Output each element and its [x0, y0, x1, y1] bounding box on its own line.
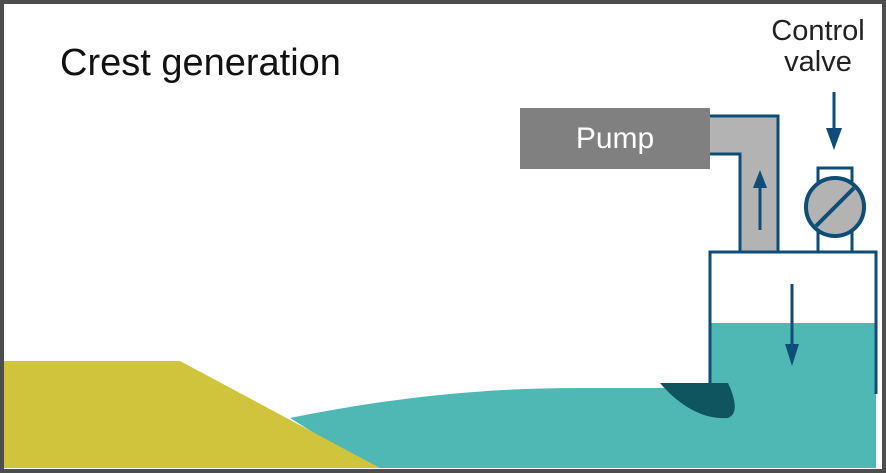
wave-flap: [660, 383, 735, 419]
control-valve-label-line2: valve: [784, 46, 852, 78]
control-valve-label: Control valve: [752, 16, 884, 78]
valve-pointer-arrow-icon: [826, 92, 842, 150]
control-valve-label-line1: Control: [771, 15, 865, 47]
flume-water: [290, 323, 876, 468]
diagram-title: Crest generation: [60, 42, 341, 84]
pump-label: Pump: [575, 122, 655, 155]
pump-box: [520, 108, 710, 169]
tank-outline: [708, 250, 878, 394]
pipe-elbow: [706, 114, 780, 254]
beach-slope: [4, 361, 380, 468]
flow-down-arrow-icon: [785, 284, 799, 366]
flow-up-arrow-icon: [753, 170, 767, 230]
control-valve-icon: [804, 176, 866, 238]
